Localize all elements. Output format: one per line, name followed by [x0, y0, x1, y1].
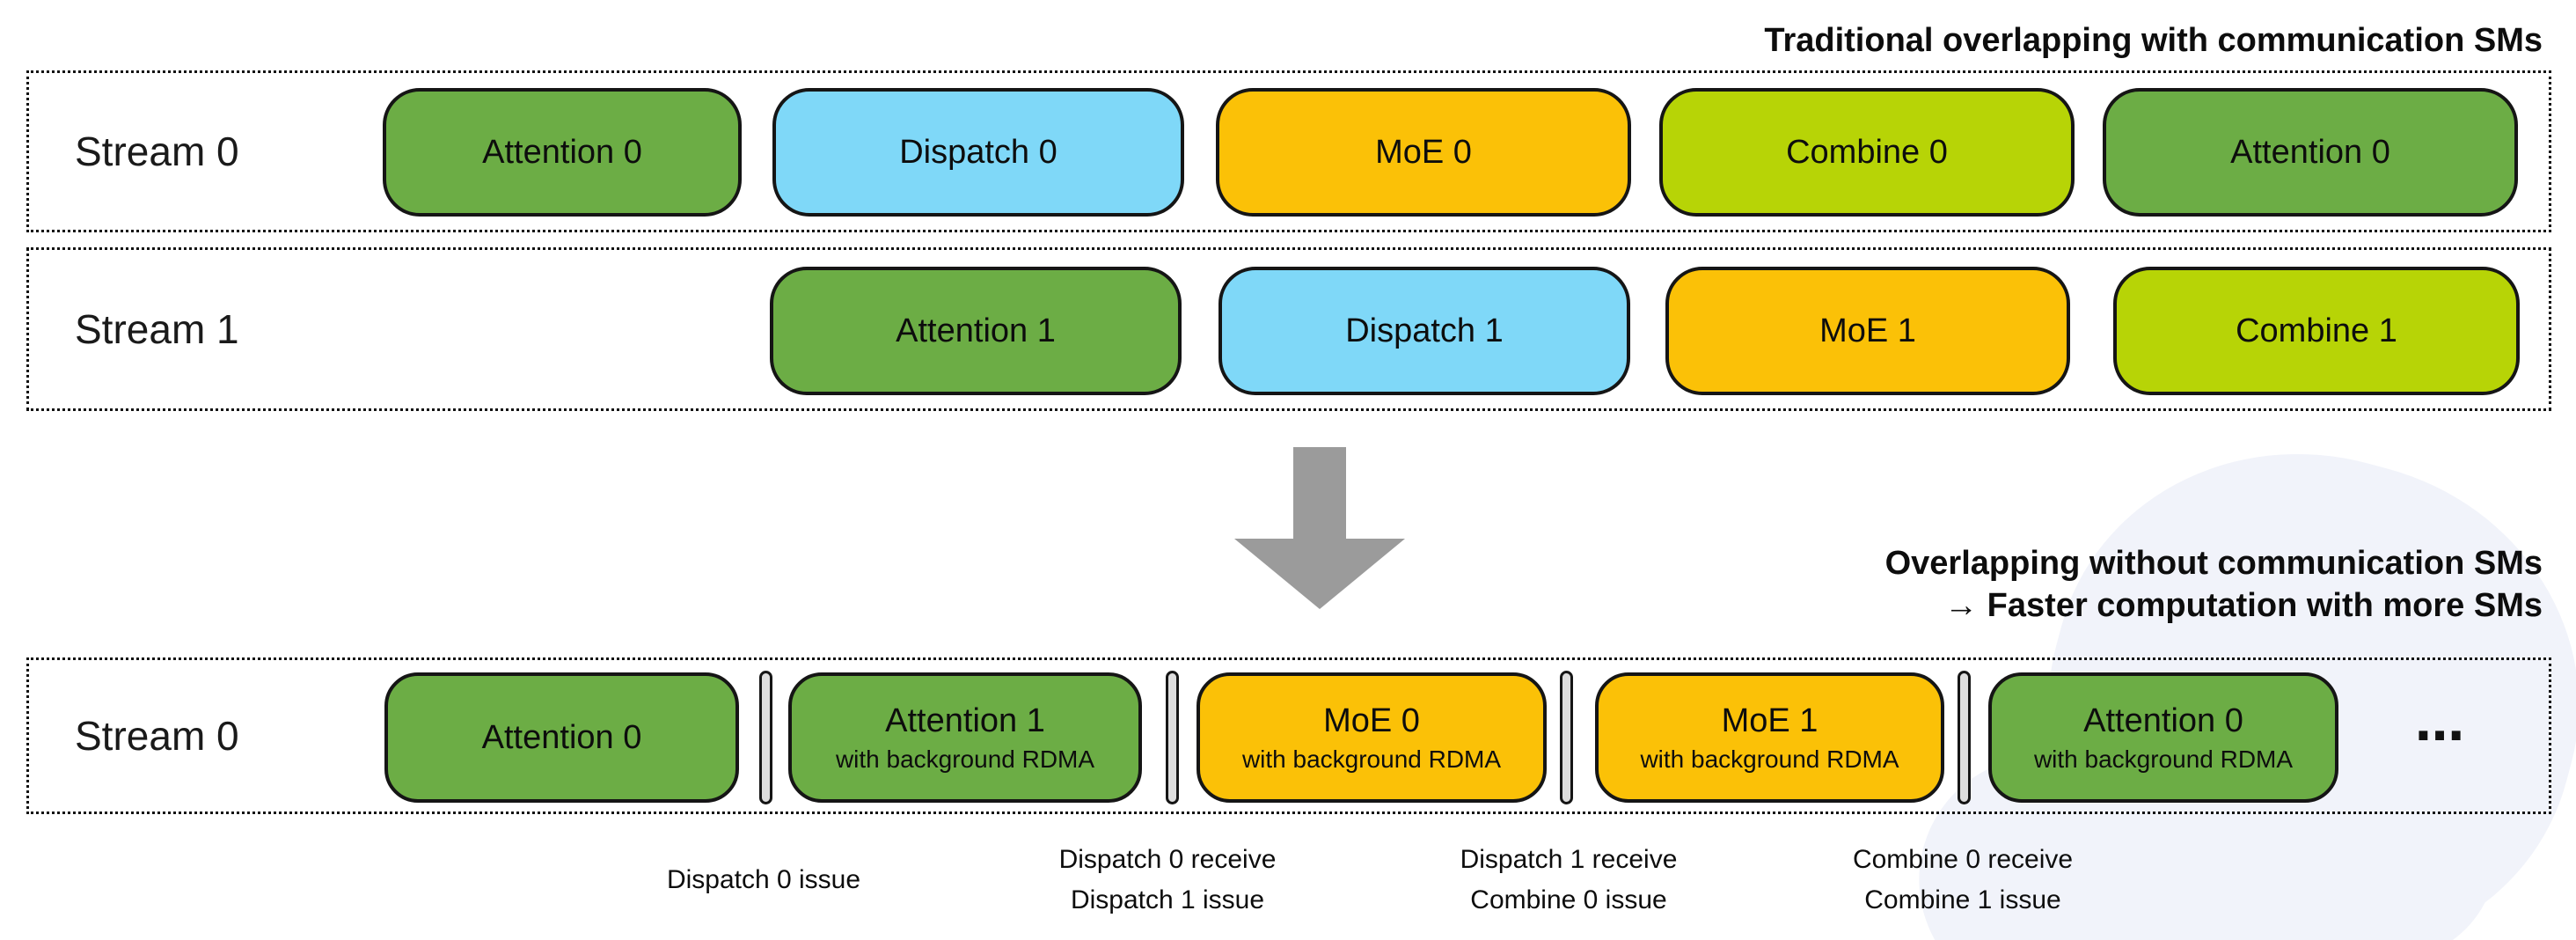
separator-bar	[759, 671, 772, 804]
block-label: Attention 0	[2083, 701, 2243, 739]
block-dispatch-0: Dispatch 0	[772, 88, 1184, 217]
block-attention-0-next-fused: Attention 0 with background RDMA	[1988, 672, 2338, 803]
stream1-label: Stream 1	[75, 306, 239, 352]
block-dispatch-1: Dispatch 1	[1218, 267, 1630, 395]
stream1-box-traditional: Stream 1 Attention 1 Dispatch 1 MoE 1 Co…	[26, 247, 2551, 411]
annotation-line: Dispatch 1 receive	[1460, 844, 1678, 874]
block-attention-0-fused: Attention 0	[384, 672, 739, 803]
block-label: Attention 0	[2230, 133, 2390, 171]
block-label: Combine 0	[1786, 133, 1948, 171]
bottom-section-title: Overlapping without communication SMs → …	[1885, 542, 2543, 627]
separator-bar	[1958, 671, 1971, 804]
bottom-title-line2: → Faster computation with more SMs	[1944, 587, 2543, 624]
block-moe-1-fused: MoE 1 with background RDMA	[1595, 672, 1944, 803]
arrow-head	[1234, 539, 1405, 609]
block-attention-1: Attention 1	[770, 267, 1182, 395]
block-label: Dispatch 1	[1345, 312, 1504, 349]
block-label: Attention 0	[482, 133, 642, 171]
annotation-dispatch0-issue: Dispatch 0 issue	[667, 834, 860, 926]
block-label: Dispatch 0	[899, 133, 1057, 171]
block-combine-1: Combine 1	[2113, 267, 2520, 395]
stream0-fused-label: Stream 0	[75, 713, 239, 759]
block-label: MoE 0	[1323, 701, 1420, 739]
block-label: Attention 0	[481, 718, 642, 756]
block-label: Attention 1	[885, 701, 1045, 739]
block-sublabel: with background RDMA	[835, 745, 1095, 773]
block-label: MoE 0	[1375, 133, 1472, 171]
separator-bar	[1560, 671, 1573, 804]
separator-bar	[1166, 671, 1179, 804]
annotation-line: Dispatch 0 receive	[1058, 844, 1277, 874]
annotation-line: Dispatch 0 issue	[666, 864, 861, 894]
stream0-box-fused: Stream 0 Attention 0 Attention 1 with ba…	[26, 657, 2551, 814]
block-combine-0: Combine 0	[1659, 88, 2075, 217]
annotation-combine0-receive: Combine 0 receive Combine 1 issue	[1853, 834, 2073, 926]
block-attention-0: Attention 0	[383, 88, 742, 217]
stream0-label: Stream 0	[75, 129, 239, 174]
block-label: MoE 1	[1721, 701, 1819, 739]
block-attention-0-next: Attention 0	[2103, 88, 2518, 217]
block-label: Combine 1	[2236, 312, 2397, 349]
annotation-dispatch0-receive: Dispatch 0 receive Dispatch 1 issue	[1059, 834, 1277, 926]
block-label: MoE 1	[1819, 312, 1916, 349]
block-sublabel: with background RDMA	[2033, 745, 2294, 773]
continuation-ellipsis: ⋯	[2415, 708, 2464, 763]
annotation-line: Dispatch 1 issue	[1070, 885, 1265, 914]
bottom-title-line1: Overlapping without communication SMs	[1884, 545, 2543, 582]
block-moe-0: MoE 0	[1216, 88, 1631, 217]
annotation-line: Combine 0 receive	[1852, 844, 2074, 874]
annotation-line: Combine 1 issue	[1864, 885, 2061, 914]
block-label: Attention 1	[896, 312, 1056, 349]
block-attention-1-fused: Attention 1 with background RDMA	[788, 672, 1142, 803]
annotation-line: Combine 0 issue	[1470, 885, 1667, 914]
stream0-box-traditional: Stream 0 Attention 0 Dispatch 0 MoE 0 Co…	[26, 70, 2551, 232]
annotation-dispatch1-receive: Dispatch 1 receive Combine 0 issue	[1460, 834, 1678, 926]
block-moe-1: MoE 1	[1665, 267, 2070, 395]
block-sublabel: with background RDMA	[1640, 745, 1899, 773]
arrow-shaft	[1293, 447, 1346, 540]
block-sublabel: with background RDMA	[1241, 745, 1502, 773]
top-section-title: Traditional overlapping with communicati…	[1764, 22, 2543, 59]
block-moe-0-fused: MoE 0 with background RDMA	[1197, 672, 1547, 803]
